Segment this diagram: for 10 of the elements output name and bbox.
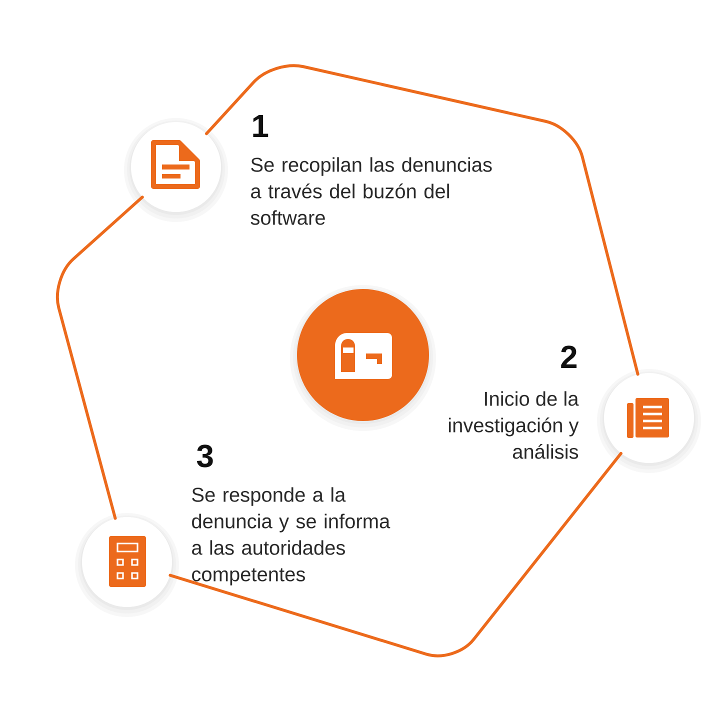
step-number: 3 <box>196 444 213 468</box>
icon-circle <box>124 118 228 222</box>
step-description: Inicio de la investigación y análisis <box>448 391 579 459</box>
connector-line <box>168 452 622 658</box>
step-description: Se responde a la denuncia y se informa a las autoridades competentes <box>192 487 390 586</box>
connector-line <box>56 196 144 520</box>
step-description: Se recopilan las denuncias a través del buzón del software <box>250 157 492 225</box>
step-number: 1 <box>253 114 268 137</box>
connector-line <box>205 64 640 376</box>
step-number: 2 <box>561 346 577 368</box>
